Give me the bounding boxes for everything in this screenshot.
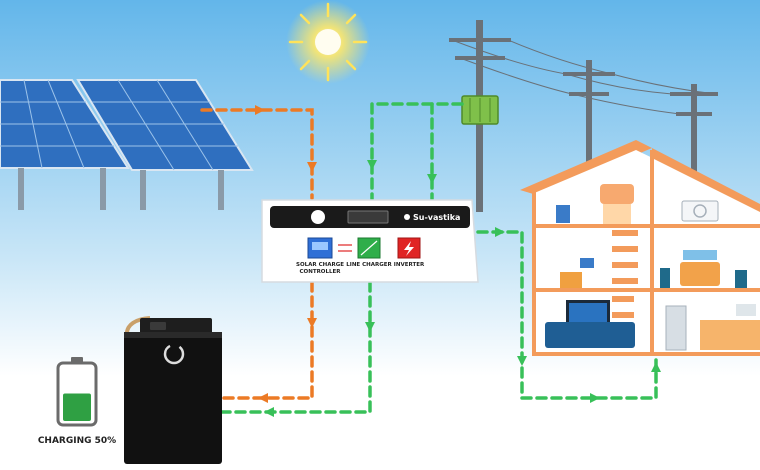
- inverter-brand: Su-vastika: [413, 213, 460, 222]
- display-panel: [347, 210, 389, 224]
- brand-logo-icon: [404, 214, 410, 220]
- svg-text:SOLAR CHARGE: SOLAR CHARGE: [296, 262, 344, 268]
- inverter-unit: Su-vastika SOLAR CHARGE CONTROLLER LINE …: [261, 199, 479, 283]
- svg-text:CONTROLLER: CONTROLLER: [300, 269, 342, 275]
- sun-icon: [286, 0, 370, 84]
- battery-fill-level: [63, 393, 91, 421]
- svg-text:INVERTER: INVERTER: [394, 262, 425, 268]
- battery-unit: [124, 316, 222, 464]
- battery-logo-icon: [163, 343, 185, 365]
- battery-status-text: CHARGING 50%: [38, 436, 116, 446]
- solar-panel-right-icon: [76, 79, 254, 210]
- house-icon: [520, 140, 760, 356]
- svg-text:LINE CHARGER: LINE CHARGER: [346, 262, 392, 268]
- transformer-icon: [461, 95, 499, 125]
- module-solar-charge-controller: SOLAR CHARGE CONTROLLER: [296, 237, 344, 275]
- flow-arrows-icon: [338, 244, 352, 252]
- module-inverter: INVERTER: [394, 237, 425, 268]
- power-button-icon: [311, 210, 325, 224]
- solar-panel-left-icon: [0, 79, 130, 210]
- battery-charge-indicator: CHARGING 50%: [38, 357, 116, 446]
- solar-panel-array-icon: [0, 79, 254, 210]
- module-line-charger: LINE CHARGER: [346, 237, 392, 268]
